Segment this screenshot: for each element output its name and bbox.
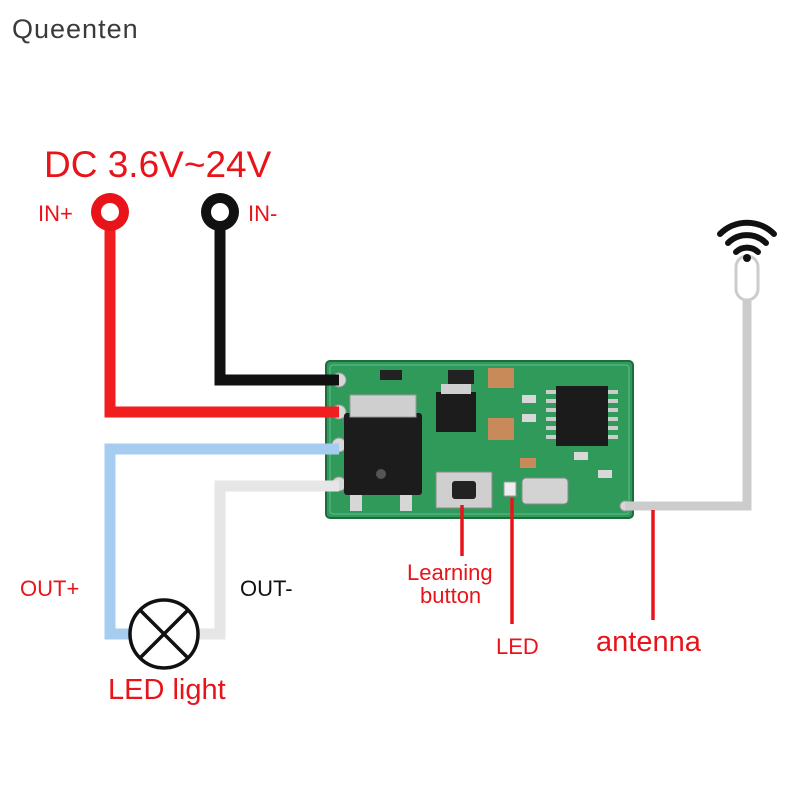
wifi-icon: [717, 219, 777, 262]
ic-chip: [546, 386, 618, 446]
led-light-label: LED light: [108, 674, 226, 706]
lamp-icon: [128, 598, 200, 670]
terminal-icon: [91, 193, 129, 231]
learning-label-line2: button: [420, 583, 482, 608]
pcb-board: [325, 360, 634, 519]
learning-button-part: [435, 471, 493, 509]
wires: [104, 210, 752, 640]
out-plus-label: OUT+: [20, 576, 80, 601]
white-wire: [198, 480, 339, 640]
blue-wire: [104, 443, 339, 640]
antenna-wire: [625, 296, 752, 511]
antenna-tip: [734, 254, 760, 302]
learning-label-line1: Learning: [407, 560, 493, 585]
voltage-title: DC 3.6V~24V: [44, 144, 272, 185]
brand-logo: Queenten: [12, 14, 139, 44]
out-minus-label: OUT-: [240, 576, 293, 601]
black-wire: [214, 210, 339, 386]
in-plus-label: IN+: [38, 201, 73, 226]
led-label: LED: [496, 634, 539, 659]
callout-lines: [460, 498, 655, 624]
antenna-label: antenna: [596, 626, 701, 658]
terminal-icon: [201, 193, 239, 231]
red-wire: [104, 210, 339, 418]
in-minus-label: IN-: [248, 201, 278, 226]
